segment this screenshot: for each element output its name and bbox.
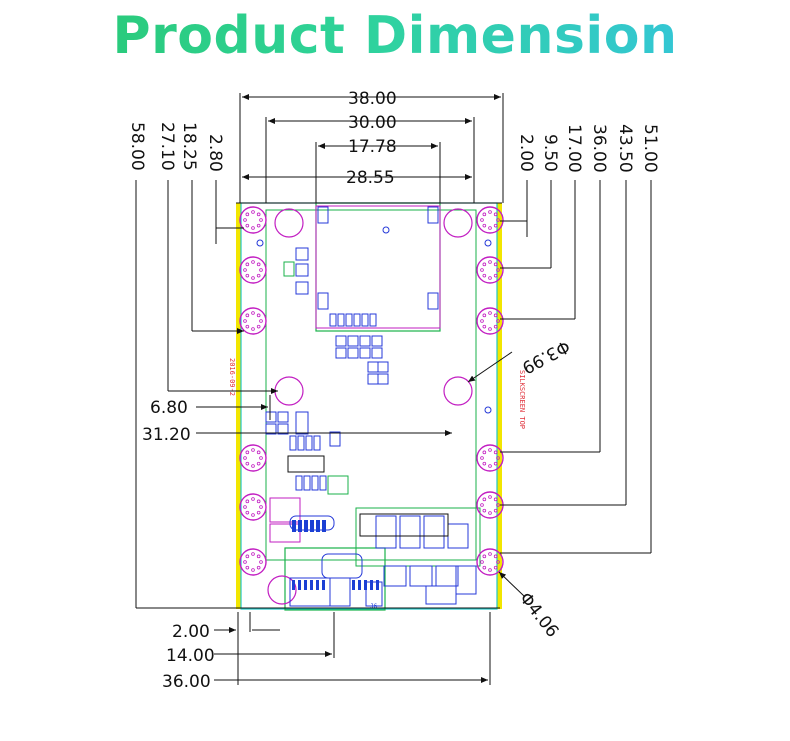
dim-diameter-3-99: Φ3.99 <box>518 336 573 378</box>
dim-6-80: 6.80 <box>150 398 188 418</box>
mounting-pad <box>239 256 267 284</box>
silk-date: 2016-09-2 <box>228 358 236 396</box>
mounting-pad <box>476 307 504 335</box>
connector-outline <box>355 507 481 567</box>
label-j6: J6 <box>370 603 378 610</box>
dim-bottom-14: 14.00 <box>166 646 215 666</box>
dim-31-20: 31.20 <box>142 425 191 445</box>
rj45-outline <box>284 547 386 611</box>
dim-right-43-50: 43.50 <box>615 124 635 173</box>
dim-right-2: 2.00 <box>516 134 536 172</box>
via-1 <box>256 239 264 247</box>
mounting-pad <box>239 307 267 335</box>
via-4 <box>484 406 492 414</box>
dimension-lines <box>135 93 652 685</box>
dim-right-51: 51.00 <box>640 124 660 173</box>
hole-top-right <box>443 208 473 238</box>
yellow-rail-left <box>236 203 241 609</box>
dim-top-17-78: 17.78 <box>348 137 397 157</box>
mounting-pad <box>476 491 504 519</box>
dim-bottom-2: 2.00 <box>172 622 210 642</box>
dim-right-9-50: 9.50 <box>540 134 560 172</box>
module-outline <box>315 202 441 332</box>
components <box>265 206 477 607</box>
hole-top-left <box>274 208 304 238</box>
dim-left-18-25: 18.25 <box>179 122 199 171</box>
pcb-board: 2016-09-2 SILKSCREEN TOP J6 <box>228 202 526 611</box>
mounting-pad <box>239 206 267 234</box>
dim-right-17: 17.00 <box>564 124 584 173</box>
silk-layer: SILKSCREEN TOP <box>518 370 526 429</box>
mounting-pad <box>476 548 504 576</box>
via-3 <box>382 226 390 234</box>
mounting-pad <box>476 256 504 284</box>
hole-mid-left <box>274 376 304 406</box>
dim-bottom-36: 36.00 <box>162 672 211 692</box>
dim-left-58: 58.00 <box>127 122 147 171</box>
page-title: Product Dimension <box>0 6 790 66</box>
mounting-pad <box>239 493 267 521</box>
dim-right-36: 36.00 <box>589 124 609 173</box>
mounting-pad <box>476 206 504 234</box>
dim-top-30: 30.00 <box>348 113 397 133</box>
hole-mid-right <box>443 376 473 406</box>
mounting-pad <box>476 444 504 472</box>
dim-left-2-80: 2.80 <box>205 134 225 172</box>
yellow-rail-right <box>497 203 502 609</box>
rj45-pins <box>292 520 379 590</box>
module-keepout <box>315 205 441 329</box>
via-2 <box>484 239 492 247</box>
hole-bottom-left <box>267 575 297 605</box>
mounting-pads <box>239 206 504 576</box>
dim-top-38: 38.00 <box>348 89 397 109</box>
inner-outline <box>265 209 477 561</box>
dim-top-28-55: 28.55 <box>346 168 395 188</box>
mounting-pad <box>239 444 267 472</box>
mounting-pad <box>239 548 267 576</box>
dim-diameter-4-06: Φ4.06 <box>515 589 562 642</box>
dim-left-27-10: 27.10 <box>157 122 177 171</box>
